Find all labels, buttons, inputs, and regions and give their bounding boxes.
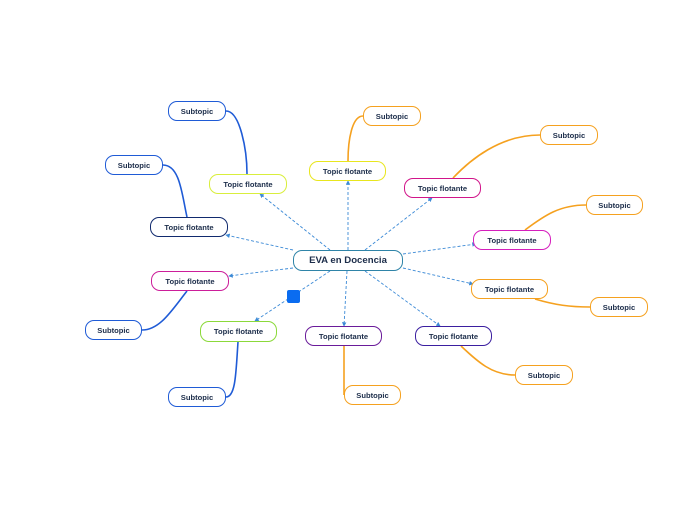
subtopic-st-8-label: Subtopic: [527, 370, 561, 380]
subtopic-st-6-label: Subtopic: [602, 302, 636, 312]
central-topic-label: EVA en Docencia: [309, 255, 387, 266]
connector-arrow-ft-orange-right: [402, 267, 474, 286]
central-topic[interactable]: EVA en Docencia: [293, 250, 403, 271]
floating-topic-ft-yellow-top[interactable]: Topic flotante: [309, 161, 386, 181]
floating-topic-ft-magenta-top[interactable]: Topic flotante: [404, 178, 481, 198]
subtopic-st-10-label: Subtopic: [180, 392, 214, 402]
floating-topic-ft-orange-right-label: Topic flotante: [484, 284, 535, 294]
floating-topic-ft-purple-bottom-label: Topic flotante: [318, 331, 369, 341]
subtopic-st-5-label: Subtopic: [598, 200, 631, 210]
connector-arrow-ft-navy-left: [225, 233, 294, 251]
subtopic-st-6[interactable]: Subtopic: [590, 297, 648, 317]
subtopic-st-1-label: Subtopic: [180, 106, 214, 116]
connector-arrow-ft-yellow-left: [259, 193, 331, 251]
floating-topic-ft-yellow-top-label: Topic flotante: [322, 166, 373, 176]
subtopic-st-4-label: Subtopic: [117, 160, 151, 170]
branch-line-st-8: [460, 345, 516, 376]
connector-layer: [225, 180, 477, 327]
floating-topic-ft-indigo-bottom[interactable]: Topic flotante: [415, 326, 492, 346]
subtopic-st-7[interactable]: Subtopic: [85, 320, 142, 340]
branch-line-st-4: [162, 164, 188, 218]
subtopic-st-4[interactable]: Subtopic: [105, 155, 163, 175]
branch-line-st-2: [347, 115, 364, 162]
floating-topic-ft-magenta-top-label: Topic flotante: [417, 183, 468, 193]
branch-line-st-3: [452, 134, 541, 179]
subtopic-st-8[interactable]: Subtopic: [515, 365, 573, 385]
floating-topic-ft-magenta-left[interactable]: Topic flotante: [151, 271, 229, 291]
floating-topic-ft-green-left-label: Topic flotante: [213, 327, 264, 336]
subtopic-st-3-label: Subtopic: [552, 130, 586, 140]
connector-arrow-ft-magenta-top: [364, 197, 433, 251]
branch-line-st-1: [225, 110, 248, 175]
subtopic-st-7-label: Subtopic: [97, 325, 130, 335]
subtopic-st-10[interactable]: Subtopic: [168, 387, 226, 407]
floating-topic-ft-yellow-left[interactable]: Topic flotante: [209, 174, 287, 194]
connector-arrow-ft-purple-bottom: [341, 270, 348, 327]
branch-line-st-7: [141, 290, 188, 331]
branch-layer: [141, 110, 591, 398]
branch-line-st-10: [225, 341, 239, 398]
connector-arrow-ft-indigo-bottom: [364, 270, 441, 327]
subtopic-st-2-label: Subtopic: [375, 111, 409, 121]
subtopic-st-9[interactable]: Subtopic: [344, 385, 401, 405]
floating-topic-ft-orange-right[interactable]: Topic flotante: [471, 279, 548, 299]
branch-line-st-5: [524, 204, 587, 231]
subtopic-st-2[interactable]: Subtopic: [363, 106, 421, 126]
drag-handle[interactable]: [287, 290, 300, 303]
subtopic-st-5[interactable]: Subtopic: [586, 195, 643, 215]
floating-topic-ft-navy-left-label: Topic flotante: [164, 222, 214, 232]
branch-line-st-6: [534, 298, 591, 308]
floating-topic-ft-green-left[interactable]: Topic flotante: [200, 321, 277, 342]
subtopic-st-9-label: Subtopic: [356, 390, 389, 400]
subtopic-st-1[interactable]: Subtopic: [168, 101, 226, 121]
floating-topic-ft-purple-bottom[interactable]: Topic flotante: [305, 326, 382, 346]
floating-topic-ft-indigo-bottom-label: Topic flotante: [428, 331, 479, 341]
floating-topic-ft-magenta-right[interactable]: Topic flotante: [473, 230, 551, 250]
connector-arrow-ft-magenta-left: [228, 267, 294, 278]
connector-arrow-ft-magenta-right: [402, 242, 477, 255]
floating-topic-ft-navy-left[interactable]: Topic flotante: [150, 217, 228, 237]
floating-topic-ft-magenta-right-label: Topic flotante: [487, 235, 537, 245]
subtopic-st-3[interactable]: Subtopic: [540, 125, 598, 145]
floating-topic-ft-magenta-left-label: Topic flotante: [165, 276, 215, 286]
floating-topic-ft-yellow-left-label: Topic flotante: [223, 179, 273, 189]
